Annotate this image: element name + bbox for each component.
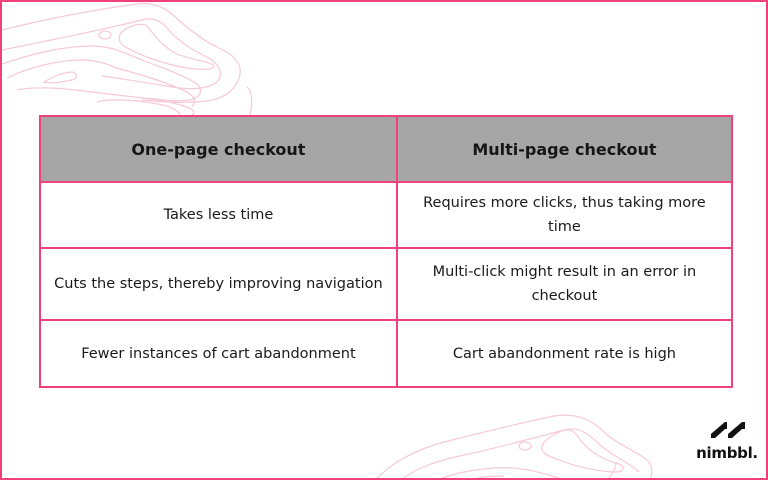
cell-one-page: Cuts the steps, thereby improving naviga… xyxy=(39,247,398,321)
comparison-table: One-page checkout Multi-page checkout Ta… xyxy=(39,115,734,388)
cell-multi-page: Multi-click might result in an error in … xyxy=(395,247,734,321)
nimbbl-mark-icon xyxy=(711,422,745,438)
cell-multi-page: Cart abandonment rate is high xyxy=(395,319,734,388)
nimbbl-logo: nimbbl. xyxy=(692,416,762,466)
cell-multi-page: Requires more clicks, thus taking more t… xyxy=(395,181,734,249)
table-row: Takes less time Requires more clicks, th… xyxy=(39,181,734,249)
table-row: Cuts the steps, thereby improving naviga… xyxy=(39,247,734,321)
cell-one-page: Takes less time xyxy=(39,181,398,249)
header-multi-page-checkout: Multi-page checkout xyxy=(395,115,734,183)
topographic-pattern-bottom xyxy=(376,414,653,478)
table-header-row: One-page checkout Multi-page checkout xyxy=(39,115,734,183)
table-row: Fewer instances of cart abandonment Cart… xyxy=(39,319,734,388)
cell-one-page: Fewer instances of cart abandonment xyxy=(39,319,398,388)
topographic-pattern-top xyxy=(2,2,253,117)
logo-text: nimbbl. xyxy=(696,444,758,462)
header-one-page-checkout: One-page checkout xyxy=(39,115,398,183)
